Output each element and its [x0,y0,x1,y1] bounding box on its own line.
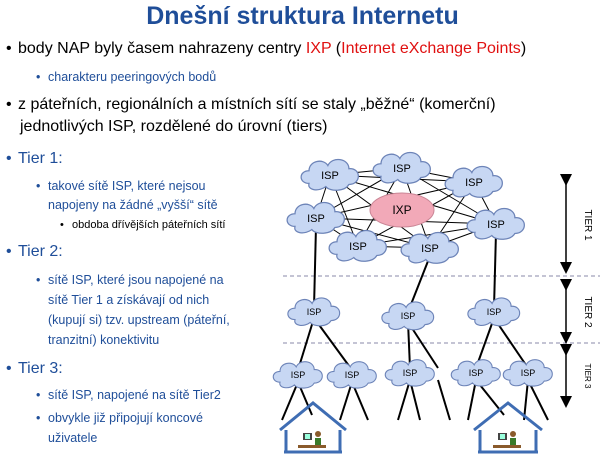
isp-label: ISP [393,163,411,175]
bullet-nap: •body NAP byly časem nahrazeny centry IX… [6,40,527,57]
tier2-desc-cont3: tranzitní) konektivitu [48,333,160,347]
tier3-users-cont: uživatele [48,431,98,445]
isp-label: ISP [349,241,367,253]
tier2-heading: •Tier 2: [6,243,63,260]
isp-label: ISP [401,311,416,321]
tier1-axis-label: TIER 1 [582,209,593,241]
tier1-desc-cont: napojeny na žádné „vyšší“ sítě [48,198,218,212]
isp-label: ISP [469,368,484,378]
bullet-commercial-cont: jednotlivých ISP, rozdělené do úrovní (t… [20,118,328,135]
user-house-right [473,401,543,454]
tier2-axis-label: TIER 2 [582,296,593,328]
tier2-desc-cont2: (kupují si) tzv. upstream (páteřní, [48,313,230,327]
tier2-desc: •sítě ISP, které jsou napojené na [36,273,224,287]
isp-label: ISP [487,307,502,317]
user-house-left [279,401,347,454]
tier3-axis-label: TIER 3 [583,364,592,389]
isp-label: ISP [521,368,536,378]
isp-label: ISP [421,243,439,255]
isp-label: ISP [307,307,322,317]
tier3-desc: •sítě ISP, napojené na sítě Tier2 [36,388,221,402]
tier1-heading: •Tier 1: [6,150,63,167]
bullet-peering: •charakteru peeringových bodů [36,70,217,84]
tier1-desc: •takové sítě ISP, které nejsou [36,179,206,193]
tier2-desc-cont1: sítě Tier 1 a získávají od nich [48,293,210,307]
bullet-commercial: •z páteřních, regionálních a místních sí… [6,96,496,113]
ixp-label: IXP [392,203,411,217]
isp-label: ISP [465,177,483,189]
isp-label: ISP [345,370,360,380]
isp-label: ISP [403,368,418,378]
slide-title: Dnešní struktura Internetu [146,2,459,30]
isp-label: ISP [321,170,339,182]
ixp-node [369,192,435,228]
isp-label: ISP [307,213,325,225]
tier3-users: •obvykle již připojují koncové [36,411,203,425]
isp-label: ISP [291,370,306,380]
tier1-note: •obdoba dřívějších páteřních sítí [60,219,226,231]
isp-label: ISP [487,219,505,231]
tier3-heading: •Tier 3: [6,360,63,377]
